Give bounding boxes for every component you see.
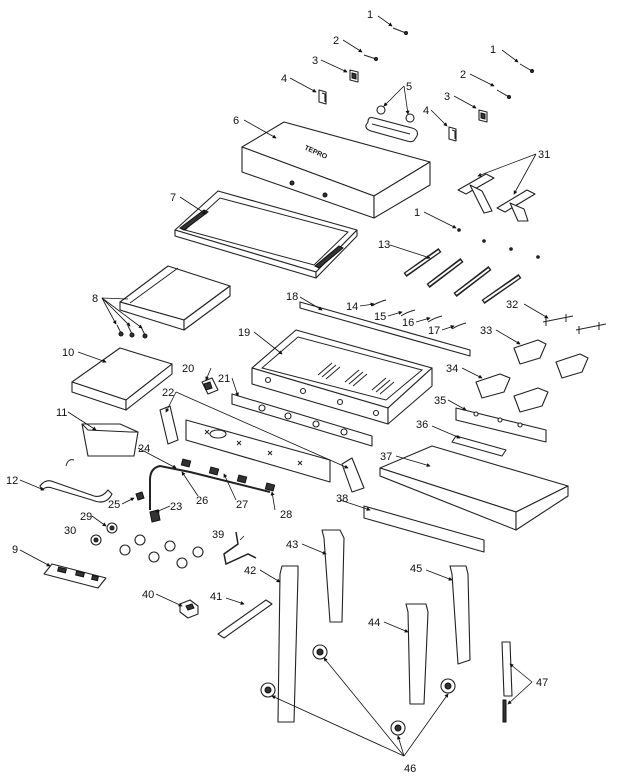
label-30: 30 [64, 525, 76, 537]
label-4-a: 4 [281, 73, 287, 85]
leg-45 [449, 565, 471, 665]
label-41: 41 [210, 591, 222, 603]
side-shelf [119, 265, 231, 331]
label-13: 13 [378, 239, 390, 251]
drip-cups [475, 339, 589, 413]
label-32: 32 [506, 299, 518, 311]
lid: TEPRO [241, 121, 431, 219]
label-47: 47 [536, 677, 548, 689]
bottom-panel [379, 445, 569, 531]
leg-crossbar [217, 599, 273, 639]
label-25: 25 [108, 499, 120, 511]
heat-shield [231, 393, 373, 447]
label-6: 6 [233, 115, 239, 127]
label-31: 31 [538, 149, 550, 161]
label-12: 12 [6, 475, 18, 487]
rear-rod [299, 301, 471, 357]
control-knobs [90, 522, 204, 569]
label-9: 9 [12, 544, 18, 556]
leg-clip [501, 641, 513, 723]
label-14: 14 [346, 301, 358, 313]
label-23: 23 [170, 501, 182, 513]
gas-hose [223, 531, 257, 566]
label-5: 5 [406, 81, 412, 93]
label-11: 11 [56, 407, 67, 419]
label-18: 18 [286, 291, 298, 303]
label-1-b: 1 [490, 44, 496, 56]
label-24: 24 [138, 443, 150, 455]
label-34: 34 [446, 363, 458, 375]
label-2-b: 2 [460, 69, 466, 81]
label-3-b: 3 [444, 91, 450, 103]
label-2-a: 2 [333, 35, 339, 47]
label-37: 37 [380, 451, 392, 463]
label-4-b: 4 [423, 105, 429, 117]
label-35: 35 [434, 395, 446, 407]
label-27: 27 [236, 499, 248, 511]
label-19: 19 [238, 327, 250, 339]
label-1-c: 1 [414, 207, 420, 219]
lid-frame [174, 190, 358, 279]
label-17: 17 [428, 325, 440, 337]
label-8: 8 [92, 293, 98, 305]
label-46: 46 [404, 763, 416, 775]
label-36: 36 [416, 419, 428, 431]
bottom-bracket [43, 563, 107, 589]
gas-fittings [135, 491, 161, 523]
firebox-vents [317, 362, 395, 395]
label-28: 28 [280, 509, 292, 521]
leg-43 [321, 529, 345, 623]
label-38: 38 [336, 493, 348, 505]
label-16: 16 [402, 317, 414, 329]
label-29: 29 [80, 511, 92, 523]
tool-hooks [542, 314, 607, 334]
label-26: 26 [196, 495, 208, 507]
label-45: 45 [410, 563, 422, 575]
front-rail [363, 505, 485, 553]
label-3-a: 3 [312, 55, 318, 67]
valve-bracket [455, 407, 547, 443]
hinge-parts [318, 69, 488, 142]
control-panel [159, 405, 365, 493]
leg-42 [277, 565, 299, 723]
label-43: 43 [286, 539, 298, 551]
screw-top [363, 27, 534, 99]
label-10: 10 [62, 347, 74, 359]
grease-tray [65, 423, 139, 467]
leader-lines [19, 15, 549, 757]
burner-tubes [403, 228, 540, 305]
label-21: 21 [218, 373, 230, 385]
label-40: 40 [142, 589, 154, 601]
gas-manifold [149, 458, 276, 510]
label-42: 42 [244, 565, 256, 577]
side-handles [457, 173, 536, 222]
lid-handle [365, 105, 418, 143]
label-15: 15 [374, 311, 386, 323]
casters [260, 644, 456, 736]
left-side-table [71, 347, 173, 411]
leg-44 [405, 603, 429, 705]
label-33: 33 [480, 325, 492, 337]
label-7: 7 [170, 192, 176, 204]
igniter [201, 377, 219, 395]
part-labels: 1 1 1 2 2 3 3 4 4 5 6 7 8 9 10 11 12 13 … [6, 9, 550, 775]
shelf-screws [116, 324, 148, 339]
regulator [179, 599, 199, 619]
label-22: 22 [162, 387, 174, 399]
label-44: 44 [368, 617, 380, 629]
label-1-a: 1 [367, 9, 373, 21]
label-20: 20 [182, 363, 194, 375]
tray-rail [39, 480, 113, 503]
label-39: 39 [212, 529, 224, 541]
drip-tray-guide [451, 435, 507, 457]
firebox [251, 329, 433, 425]
